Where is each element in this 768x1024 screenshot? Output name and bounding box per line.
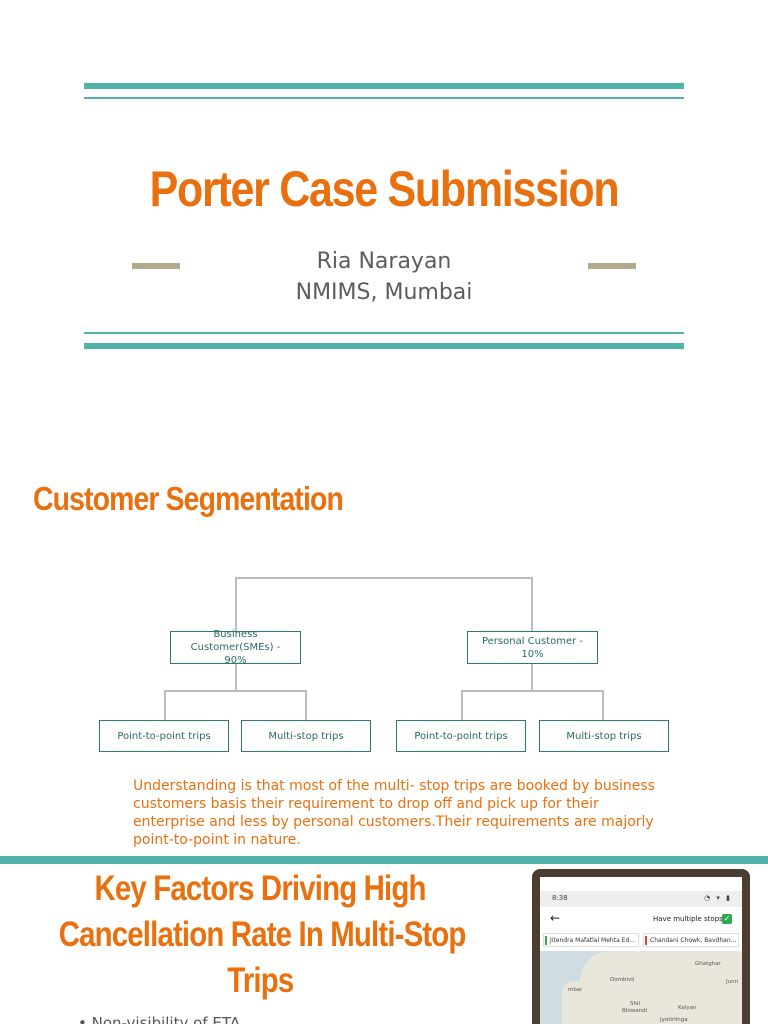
segmentation-heading: Customer Segmentation	[33, 480, 344, 517]
tree-connector	[235, 577, 533, 579]
stop-field-1[interactable]: Jitendra Mafatlal Mehta Ed...	[543, 933, 639, 947]
phone-app-bar: ← Have multiple stops? ✓	[540, 909, 742, 931]
tree-connector	[531, 577, 533, 632]
tree-connector	[235, 577, 237, 632]
checkbox-checked-icon[interactable]: ✓	[722, 914, 732, 924]
bottom-rule-thin	[84, 332, 684, 334]
personal-p2p-node: Point-to-point trips	[396, 720, 526, 752]
key-factors-heading: Key Factors Driving High Cancellation Ra…	[20, 866, 500, 1004]
map-label: Shil	[630, 1001, 641, 1007]
tree-connector	[305, 690, 307, 721]
pickup-marker-icon	[545, 936, 547, 945]
back-arrow-icon[interactable]: ←	[550, 911, 561, 925]
status-time: 8:38	[552, 894, 568, 902]
factor-bullet: • Non-visibility of ETA	[78, 1014, 241, 1024]
top-rule-thin	[84, 97, 684, 99]
map-label: Bhiwandi	[622, 1008, 648, 1014]
map-label: Dombivli	[610, 977, 635, 983]
phone-screen: 8:38 ◔ ▾ ▮ ← Have multiple stops? ✓ Jite…	[540, 877, 742, 1024]
status-icons: ◔ ▾ ▮	[704, 894, 732, 902]
tree-connector	[235, 663, 237, 690]
drop-marker-icon	[645, 936, 647, 945]
right-dash	[588, 263, 636, 269]
map-label: mbai	[568, 987, 582, 993]
tree-connector	[461, 690, 604, 692]
tree-connector	[164, 690, 307, 692]
tree-connector	[602, 690, 604, 721]
map-label: Ghatghar	[695, 961, 721, 967]
stop-field-2[interactable]: Chandani Chowk, Bavdhan...	[643, 933, 739, 947]
tree-connector	[531, 663, 533, 690]
tree-connector	[164, 690, 166, 721]
bottom-rule-thick	[84, 343, 684, 349]
map-label: Kalyan	[678, 1005, 697, 1011]
map-label: Jyotirlinga	[660, 1017, 688, 1023]
author-institution: NMIMS, Mumbai	[295, 280, 473, 305]
tree-connector	[461, 690, 463, 721]
business-customer-node: Business Customer(SMEs) - 90%	[170, 629, 301, 666]
business-multistop-node: Multi-stop trips	[241, 720, 371, 752]
multiple-stops-label: Have multiple stops?	[653, 915, 727, 923]
business-p2p-node: Point-to-point trips	[99, 720, 229, 752]
map-view[interactable]: Ghatghar Dombivli mbai Shil Bhiwandi Jyo…	[540, 951, 742, 1024]
personal-multistop-node: Multi-stop trips	[539, 720, 669, 752]
left-dash	[132, 263, 180, 269]
segmentation-note: Understanding is that most of the multi-…	[133, 778, 655, 848]
key-factors-heading-line: Cancellation Rate In Multi-Stop	[58, 915, 467, 954]
map-land	[580, 951, 742, 1024]
author-name: Ria Narayan	[316, 249, 452, 274]
slide-divider-band	[0, 856, 768, 864]
slide-title: Porter Case Submission	[149, 161, 620, 217]
key-factors-heading-line: Key Factors Driving High	[94, 869, 426, 908]
key-factors-heading-line: Trips	[226, 961, 294, 1000]
top-rule-thick	[84, 83, 684, 89]
phone-status-bar: 8:38 ◔ ▾ ▮	[540, 891, 742, 907]
personal-customer-node: Personal Customer - 10%	[467, 631, 598, 664]
map-label: Junn	[726, 979, 739, 985]
map-land	[562, 981, 592, 1024]
